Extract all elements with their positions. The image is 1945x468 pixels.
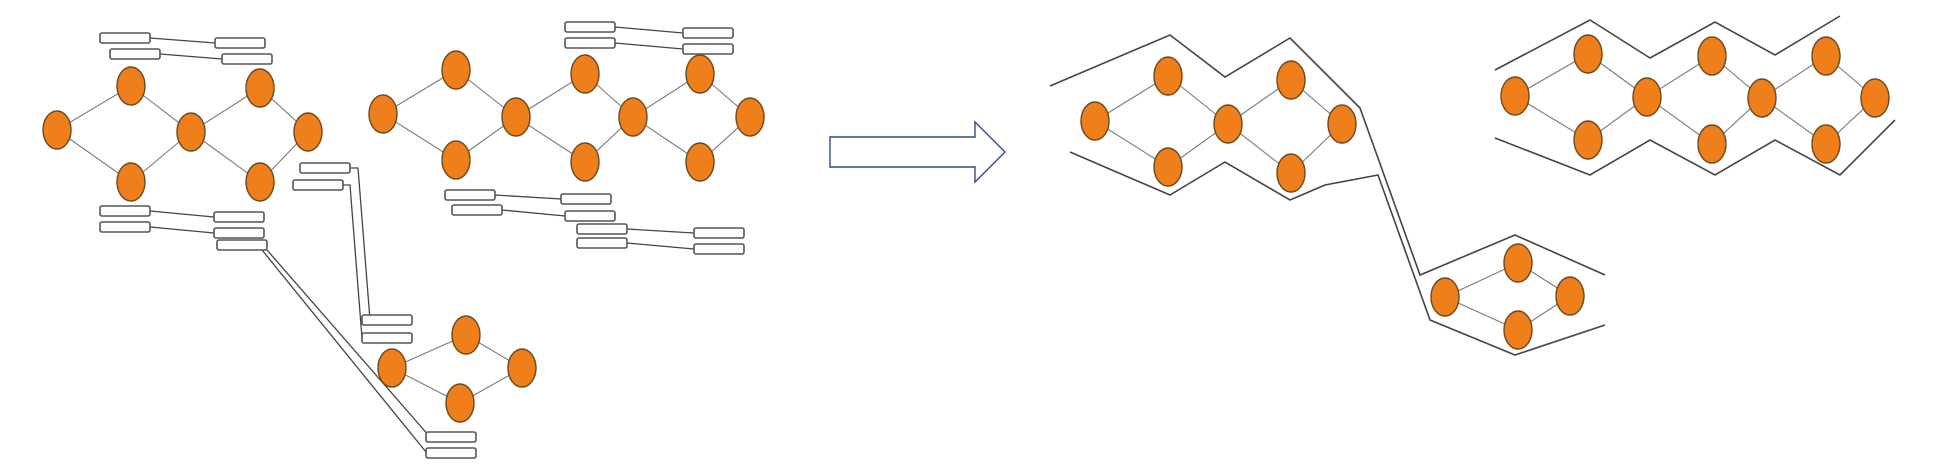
cluster-left-b-node — [501, 97, 531, 137]
channel-outline — [1069, 151, 1606, 356]
pad-wire — [501, 209, 566, 217]
pad-wire — [626, 228, 695, 234]
cluster-left-b-node — [735, 97, 765, 137]
cluster-left-a-node — [42, 110, 72, 150]
cluster-left-c-node — [507, 348, 537, 388]
cluster-right-b-node — [1697, 124, 1727, 164]
bond-pad — [693, 227, 745, 239]
channel-outline-group — [1049, 15, 1896, 356]
bond-pad — [292, 179, 344, 191]
bond-pad — [564, 21, 616, 33]
cluster-right-a-node — [1080, 101, 1110, 141]
bond-pad — [214, 37, 266, 49]
cluster-left-b-node — [685, 142, 715, 182]
channel-outline — [1049, 34, 1606, 277]
cluster-right-a-node — [1153, 147, 1183, 187]
bond-pad — [425, 447, 477, 459]
bond-pad — [682, 43, 734, 55]
right-arrow-icon — [829, 120, 1006, 184]
pad-wires — [149, 26, 695, 453]
cluster-right-c-node — [1430, 277, 1460, 317]
node-group — [1080, 34, 1890, 350]
bond-pad — [221, 53, 273, 65]
cluster-left-c-node — [377, 348, 407, 388]
pad-wire — [350, 167, 371, 321]
cluster-right-b-node — [1811, 36, 1841, 76]
pad-wire — [614, 26, 684, 34]
cluster-right-b-node — [1500, 76, 1530, 116]
cluster-left-a-node — [293, 112, 323, 152]
pad-wire — [266, 249, 431, 438]
cluster-right-b-node — [1747, 78, 1777, 118]
cluster-left-a-node — [116, 162, 146, 202]
cluster-left-c-node — [451, 315, 481, 355]
cluster-right-b-node — [1697, 36, 1727, 76]
cluster-left-a-node — [176, 112, 206, 152]
bond-pad — [560, 193, 612, 205]
cluster-right-b-node — [1860, 78, 1890, 118]
right-panel — [1049, 15, 1896, 356]
cluster-right-a-node — [1276, 60, 1306, 100]
cluster-left-c-node — [445, 383, 475, 423]
bond-pad — [99, 221, 151, 233]
bond-pad — [693, 243, 745, 255]
bond-pad — [299, 162, 351, 174]
bond-pad — [451, 204, 503, 216]
pad-wire — [626, 242, 695, 250]
channel-outline — [1494, 15, 1841, 71]
bond-pad — [576, 237, 628, 249]
cluster-left-b-node — [685, 54, 715, 94]
pad-wire — [261, 249, 427, 453]
left-panel — [42, 21, 765, 459]
cluster-left-b-node — [441, 140, 471, 180]
pad-wire — [494, 194, 562, 200]
bond-pad — [109, 48, 161, 60]
bond-pad — [564, 37, 616, 49]
cluster-right-c-node — [1503, 243, 1533, 283]
pad-wire — [614, 42, 684, 50]
pad-wire — [159, 53, 223, 60]
bond-pad — [682, 27, 734, 39]
cluster-left-a-node — [245, 162, 275, 202]
cluster-right-a-node — [1213, 104, 1243, 144]
pad-group — [99, 21, 745, 459]
bond-pad — [213, 211, 265, 223]
cluster-right-b-node — [1573, 120, 1603, 160]
bond-pad — [361, 332, 413, 344]
node-group — [42, 50, 765, 423]
cluster-left-b-node — [570, 142, 600, 182]
cluster-left-a-node — [245, 68, 275, 108]
cluster-left-a-node — [116, 66, 146, 106]
cluster-right-b-node — [1632, 77, 1662, 117]
bond-pad — [213, 227, 265, 239]
bond-pad — [576, 223, 628, 235]
cluster-right-b-node — [1573, 34, 1603, 74]
pad-wire — [149, 210, 215, 218]
bond-pad — [216, 239, 268, 251]
cluster-left-b-node — [618, 97, 648, 137]
bond-pad — [564, 210, 616, 222]
cluster-right-b-node — [1811, 124, 1841, 164]
cluster-left-b-node — [441, 50, 471, 90]
cluster-left-b-node — [570, 54, 600, 94]
cluster-right-a-node — [1327, 104, 1357, 144]
cluster-right-c-node — [1555, 276, 1585, 316]
cluster-right-a-node — [1153, 56, 1183, 96]
pad-wire — [343, 184, 363, 339]
bond-pad — [361, 314, 413, 326]
pad-wire — [149, 226, 215, 234]
bond-pad — [444, 189, 496, 201]
pad-wire — [149, 37, 216, 44]
bond-pad — [425, 431, 477, 443]
bond-pad — [99, 32, 151, 44]
cluster-left-b-node — [368, 94, 398, 134]
cluster-right-a-node — [1276, 153, 1306, 193]
bond-pad — [99, 205, 151, 217]
cluster-right-c-node — [1503, 310, 1533, 350]
channel-outline — [1494, 119, 1896, 176]
